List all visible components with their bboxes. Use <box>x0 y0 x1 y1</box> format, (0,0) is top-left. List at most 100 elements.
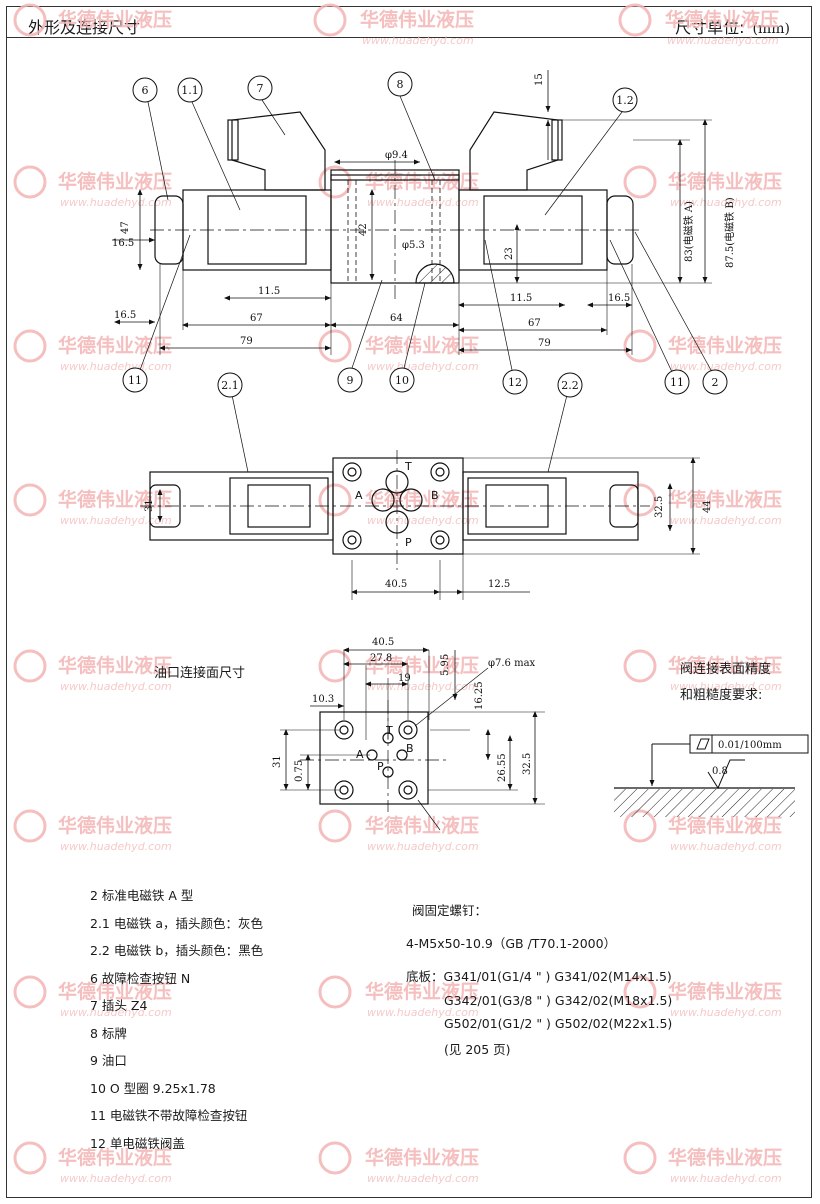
svg-text:6: 6 <box>142 84 149 97</box>
svg-text:www.huadehyd.com: www.huadehyd.com <box>367 1172 479 1185</box>
watermark-r1c1: 华德伟业液压 <box>13 3 172 37</box>
balloon-11-right: 11 <box>664 369 690 395</box>
dim-31-face: 31 <box>272 755 283 768</box>
port-face-dims: 40.5 27.8 19 10.3 5.95 φ7.6 max 16.25 31… <box>272 637 536 782</box>
svg-text:11: 11 <box>670 376 684 389</box>
svg-text:2: 2 <box>712 376 719 389</box>
svg-text:华德伟业液压: 华德伟业液压 <box>58 488 172 511</box>
svg-text:www.huadehyd.com: www.huadehyd.com <box>670 1006 782 1019</box>
plug-left <box>231 111 326 191</box>
svg-text:华德伟业液压: 华德伟业液压 <box>365 654 479 677</box>
watermark-r2c2: 华德伟业液压 www.huadehyd.com <box>318 165 479 209</box>
note-item: 2.2 电磁铁 b，插头颜色：黑色 <box>90 943 264 958</box>
screw-spec-line: 4-M5x50-10.9（GB /T70.1-2000） <box>406 936 617 951</box>
watermark-r6c3: 华德伟业液压 www.huadehyd.com <box>623 809 782 853</box>
svg-text:华德伟业液压: 华德伟业液压 <box>58 1146 172 1169</box>
face-port-p: P <box>377 760 384 773</box>
port-face-ports: T A B P <box>356 724 414 773</box>
watermark-r7c3: 华德伟业液压 www.huadehyd.com <box>623 975 782 1019</box>
svg-text:华德伟业液压: 华德伟业液压 <box>58 8 172 31</box>
dim-phi-5-3: φ5.3 <box>402 240 425 251</box>
svg-text:华德伟业液压: 华德伟业液压 <box>360 8 474 31</box>
svg-text:www.huadehyd.com: www.huadehyd.com <box>60 360 172 373</box>
watermarks: 华德伟业液压 华德伟业液压 www.huadehyd.com 华德伟业液压 www.… <box>13 3 782 1185</box>
svg-text:www.huadehyd.com: www.huadehyd.com <box>670 680 782 693</box>
surface-title-line1: 阀连接表面精度 <box>680 662 772 677</box>
balloon-1-2: 1.2 <box>612 87 638 113</box>
svg-text:www.huadehyd.com: www.huadehyd.com <box>367 514 479 527</box>
unit-label: 尺寸单位:(mm) <box>675 14 790 38</box>
svg-text:www.huadehyd.com: www.huadehyd.com <box>670 840 782 853</box>
svg-text:华德伟业液压: 华德伟业液压 <box>665 8 779 31</box>
watermark-r4c3: 华德伟业液压 www.huadehyd.com <box>623 483 782 527</box>
flatness-value: 0.01/100mm <box>718 740 782 751</box>
watermark-r5c3: 华德伟业液压 www.huadehyd.com <box>623 649 782 693</box>
svg-text:华德伟业液压: 华德伟业液压 <box>58 334 172 357</box>
balloon-12: 12 <box>502 369 528 395</box>
front-ports: T A B P <box>355 460 439 549</box>
dim-87-5: 87.5(电磁铁 B) <box>723 197 736 268</box>
svg-text:华德伟业液压: 华德伟业液压 <box>365 170 479 193</box>
front-port-b: B <box>431 489 439 502</box>
drawing-frame <box>6 6 812 1198</box>
svg-text:华德伟业液压: 华德伟业液压 <box>58 980 172 1003</box>
svg-text:www.huadehyd.com: www.huadehyd.com <box>367 196 479 209</box>
svg-text:华德伟业液压: 华德伟业液压 <box>668 654 782 677</box>
page-title: 外形及连接尺寸 <box>28 18 141 37</box>
front-balloons: 2.1 2.2 <box>217 372 583 398</box>
dim-40-5-face: 40.5 <box>372 637 394 648</box>
port-face-plate <box>319 711 429 805</box>
front-port-a: A <box>355 489 363 502</box>
face-port-t: T <box>385 724 393 737</box>
dim-26-55: 26.55 <box>497 753 508 782</box>
base-line-1: 底板：G341/01(G1/4 " ) G341/02(M14x1.5) <box>406 969 672 984</box>
dim-31-front: 31 <box>144 499 155 512</box>
note-item: 6 故障检查按钮 N <box>90 970 191 986</box>
svg-text:华德伟业液压: 华德伟业液压 <box>58 654 172 677</box>
svg-text:华德伟业液压: 华德伟业液压 <box>668 980 782 1003</box>
svg-text:2.2: 2.2 <box>561 379 579 392</box>
dim-10-3: 10.3 <box>312 694 334 705</box>
svg-text:www.huadehyd.com: www.huadehyd.com <box>670 514 782 527</box>
dim-67-left: 67 <box>250 313 263 324</box>
top-dims: φ9.4 φ5.3 47 16.5 42 23 15 11.5 11.5 16.… <box>112 73 736 349</box>
dim-23: 23 <box>504 247 515 260</box>
dim-0-75: 0.75 <box>294 760 305 782</box>
face-port-a: A <box>356 748 364 761</box>
svg-text:www.huadehyd.com: www.huadehyd.com <box>670 1172 782 1185</box>
svg-text:www.huadehyd.com: www.huadehyd.com <box>367 840 479 853</box>
front-dims: 31 32.5 44 40.5 12.5 <box>144 496 713 590</box>
note-item: 8 标牌 <box>90 1025 127 1041</box>
svg-text:华德伟业液压: 华德伟业液压 <box>668 1146 782 1169</box>
svg-text:www.huadehyd.com: www.huadehyd.com <box>670 360 782 373</box>
balloon-10: 10 <box>389 367 415 393</box>
watermark-r8c3: 华德伟业液压 www.huadehyd.com <box>623 1141 782 1185</box>
dim-phi-9-4: φ9.4 <box>385 150 408 161</box>
balloon-9: 9 <box>337 367 363 393</box>
dim-83: 83(电磁铁 A) <box>682 201 695 262</box>
note-item: 7 插头 Z4 <box>90 998 148 1013</box>
svg-text:华德伟业液压: 华德伟业液压 <box>668 170 782 193</box>
parts-notes: 2 标准电磁铁 A 型 2.1 电磁铁 a，插头颜色：灰色 2.2 电磁铁 b，… <box>90 882 263 1157</box>
base-line-4: (见 205 页) <box>444 1042 511 1057</box>
svg-text:www.huadehyd.com: www.huadehyd.com <box>667 34 779 47</box>
svg-text:华德伟业液压: 华德伟业液压 <box>58 814 172 837</box>
surface-title-line2: 和粗糙度要求: <box>680 688 763 703</box>
header-bar: 外形及连接尺寸 尺寸单位:(mm) <box>6 6 812 38</box>
svg-text:华德伟业液压: 华德伟业液压 <box>365 814 479 837</box>
dim-12-5-front: 12.5 <box>488 579 510 590</box>
unit-label-text: 尺寸单位: <box>675 18 745 37</box>
svg-text:华德伟业液压: 华德伟业液压 <box>668 488 782 511</box>
svg-text:华德伟业液压: 华德伟业液压 <box>668 814 782 837</box>
dim-40-5-front: 40.5 <box>385 579 407 590</box>
dim-79-left: 79 <box>240 336 253 347</box>
note-item: 11 电磁铁不带故障检查按钮 <box>90 1108 248 1123</box>
dim-16-5-left: 16.5 <box>112 238 134 249</box>
svg-text:华德伟业液压: 华德伟业液压 <box>365 980 479 1003</box>
svg-text:7: 7 <box>257 82 264 95</box>
